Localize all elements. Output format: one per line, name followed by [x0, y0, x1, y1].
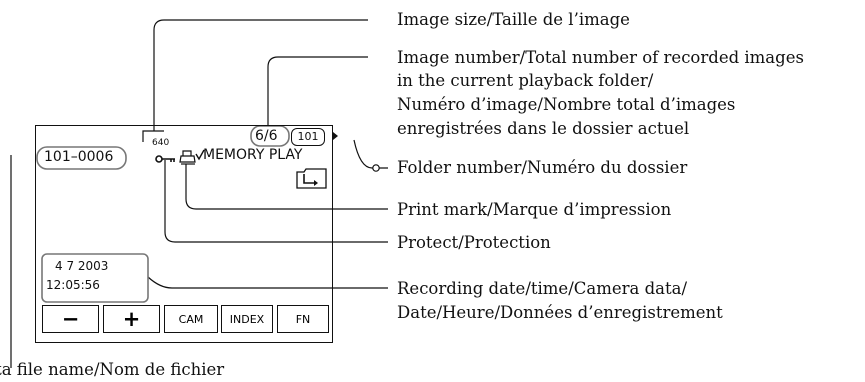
callout-data-file-name: Data file name/Nom de fichier — [0, 360, 225, 379]
callout-image-number-line1: Image number/Total number of recorded im… — [397, 48, 804, 67]
leader-recording — [147, 276, 388, 289]
folder-number-connector — [372, 164, 380, 172]
index-button[interactable]: INDEX — [221, 305, 273, 333]
callout-recording-line1: Recording date/time/Camera data/ — [397, 279, 688, 298]
callout-image-number-line4: enregistrées dans le dossier actuel — [397, 119, 690, 138]
leader-print-mark — [185, 164, 388, 210]
leader-image-size — [153, 19, 368, 131]
recording-date: 4 7 2003 — [55, 259, 109, 273]
fn-button[interactable]: FN — [277, 305, 329, 333]
leader-folder-number — [353, 139, 388, 169]
callout-recording-line2: Date/Heure/Données d’enregistrement — [397, 303, 723, 322]
callout-image-size: Image size/Taille de l’image — [397, 10, 630, 29]
recording-data-highlight — [41, 253, 149, 303]
callout-image-number-line3: Numéro d’image/Nombre total d’images — [397, 95, 736, 114]
leader-protect — [164, 160, 388, 243]
callout-folder-number: Folder number/Numéro du dossier — [397, 158, 688, 177]
callout-print-mark: Print mark/Marque d’impression — [397, 200, 672, 219]
image-size-value: 640 — [152, 138, 170, 148]
file-name-highlight — [36, 146, 127, 170]
callout-image-number-line2: in the current playback folder/ — [397, 71, 654, 90]
file-name: 101–0006 — [44, 149, 114, 165]
folder-number-box: 101 — [291, 128, 325, 146]
cam-button[interactable]: CAM — [164, 305, 218, 333]
leader-image-number — [267, 56, 368, 126]
lcd-screen — [35, 125, 333, 343]
callout-protect: Protect/Protection — [397, 233, 551, 252]
mode-text: MEMORY PLAY — [203, 147, 303, 163]
plus-button[interactable]: + — [103, 305, 160, 333]
minus-button[interactable]: − — [42, 305, 99, 333]
image-counter: 6/6 — [255, 128, 278, 144]
image-counter-highlight — [250, 125, 290, 147]
recording-time: 12:05:56 — [46, 278, 100, 292]
